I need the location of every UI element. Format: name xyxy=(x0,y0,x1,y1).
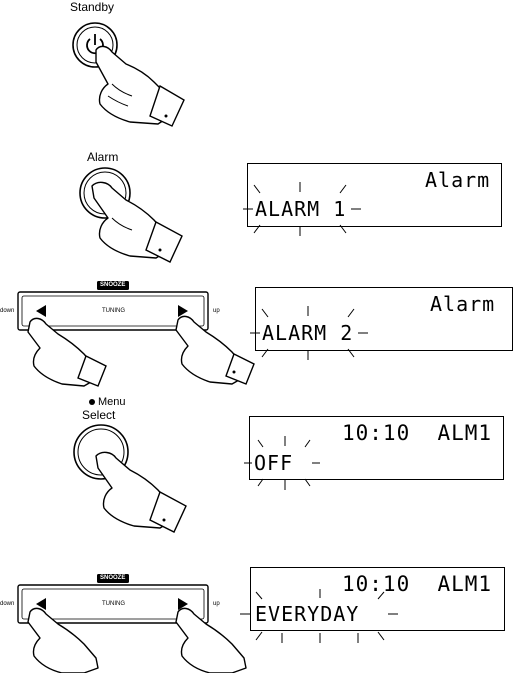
blink-rays-icon xyxy=(0,0,515,673)
